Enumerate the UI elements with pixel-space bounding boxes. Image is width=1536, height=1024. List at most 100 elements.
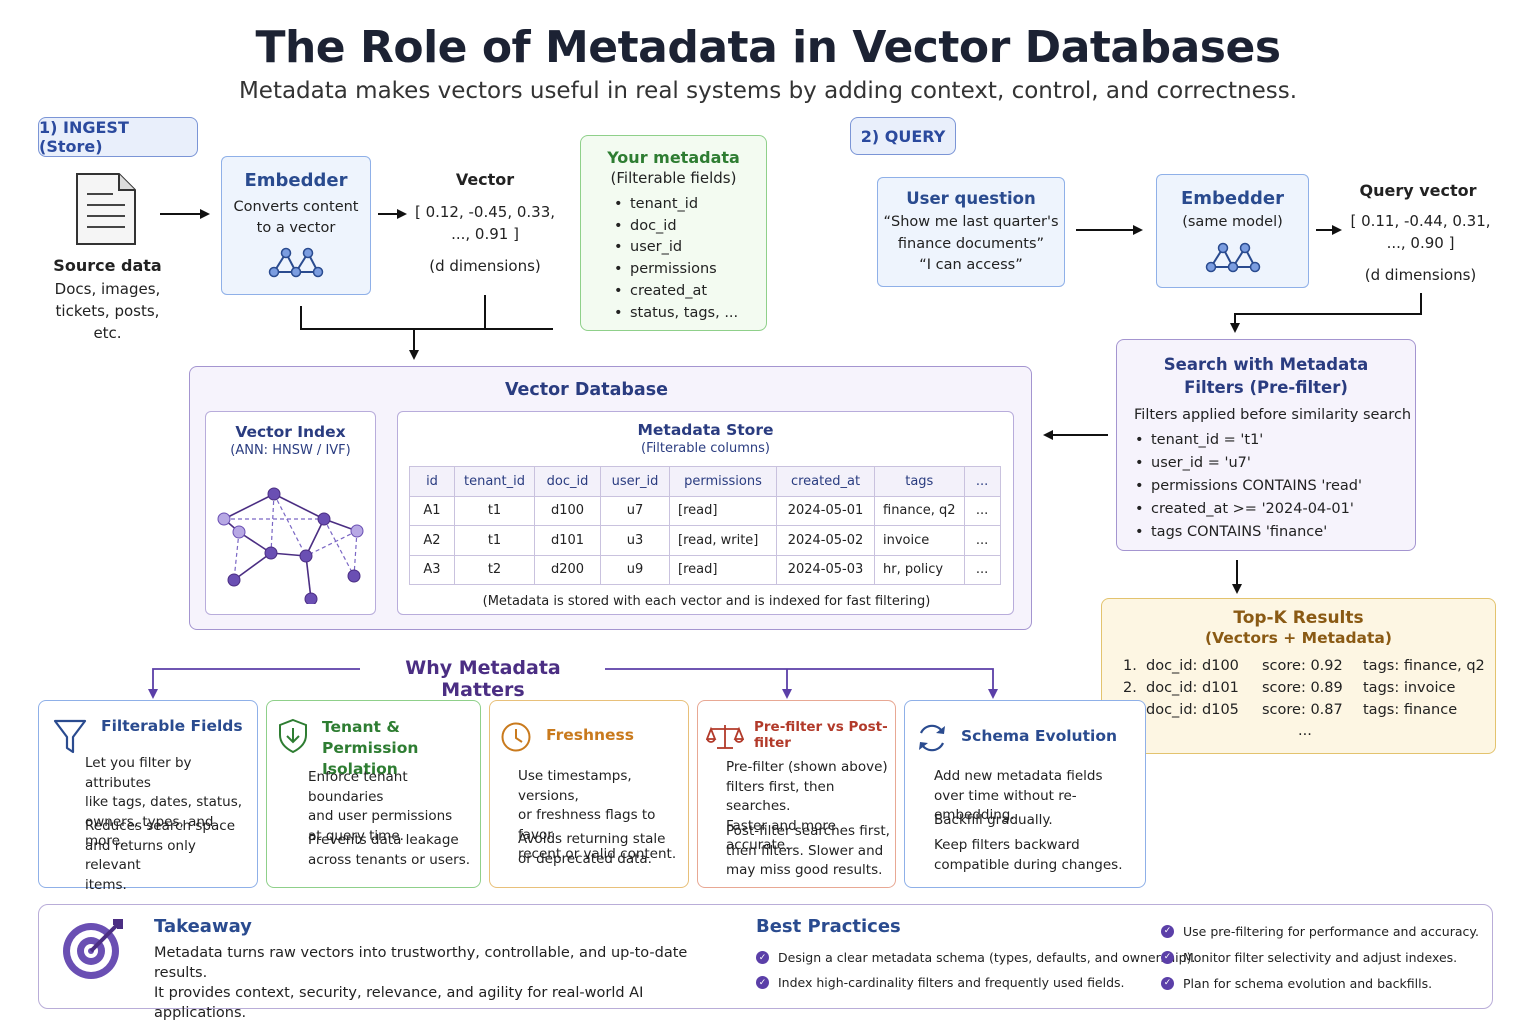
table-cell: 2024-05-01 bbox=[776, 495, 875, 526]
check-icon: ✓ bbox=[756, 951, 769, 964]
table-cell: invoice bbox=[874, 525, 965, 556]
column-header: tags bbox=[874, 466, 965, 497]
ingest-step-label: 1) INGEST (Store) bbox=[38, 117, 198, 157]
table-cell: t1 bbox=[454, 495, 535, 526]
table-cell: u7 bbox=[600, 495, 670, 526]
card-title: Freshness bbox=[546, 726, 635, 744]
card-text: Pre-filter (shown above)filters first, t… bbox=[726, 759, 888, 853]
embedder-desc: (same model) bbox=[1182, 214, 1283, 230]
metadata-table: id tenant_id doc_id user_id permissions … bbox=[409, 466, 1001, 585]
filter-condition: tags CONTAINS 'finance' bbox=[1133, 521, 1415, 544]
table-cell: [read] bbox=[669, 495, 777, 526]
metadata-store-box: Metadata Store (Filterable columns) id t… bbox=[397, 411, 1014, 615]
table-cell: d100 bbox=[534, 495, 601, 526]
table-cell: u9 bbox=[600, 554, 670, 585]
takeaway-title: Takeaway bbox=[154, 916, 252, 937]
check-icon: ✓ bbox=[1161, 924, 1174, 938]
source-data-title: Source data bbox=[53, 256, 162, 275]
table-row: A3 t2 d200 u9 [read] 2024-05-03 hr, poli… bbox=[409, 554, 1001, 585]
metadata-field: status, tags, ... bbox=[612, 303, 766, 325]
table-cell: 2024-05-02 bbox=[776, 525, 875, 556]
filter-condition: created_at >= '2024-04-01' bbox=[1133, 498, 1415, 521]
filter-condition: permissions CONTAINS 'read' bbox=[1133, 475, 1415, 498]
vector-value: [ 0.12, -0.45, 0.33,..., 0.91 ] bbox=[414, 203, 556, 243]
table-cell: A2 bbox=[409, 525, 455, 556]
embedder-title: Embedder bbox=[1181, 188, 1284, 209]
user-question-title: User question bbox=[906, 189, 1036, 208]
table-header-row: id tenant_id doc_id user_id permissions … bbox=[409, 466, 1001, 497]
table-cell: t1 bbox=[454, 525, 535, 556]
table-row: A2 t1 d101 u3 [read, write] 2024-05-02 i… bbox=[409, 525, 1001, 556]
graph-icon bbox=[217, 487, 364, 604]
card-text: Use timestamps, versions,or freshness fl… bbox=[518, 768, 677, 862]
metadata-box: Your metadata (Filterable fields) tenant… bbox=[580, 135, 767, 331]
metadata-field-list: tenant_id doc_id user_id permissions cre… bbox=[612, 194, 766, 324]
table-cell: 2024-05-03 bbox=[776, 554, 875, 585]
card-text-2: Post-filter searches first,then filters.… bbox=[726, 823, 890, 878]
table-cell: d101 bbox=[534, 525, 601, 556]
table-cell: [read] bbox=[669, 554, 777, 585]
query-vector-title: Query vector bbox=[1359, 181, 1477, 200]
check-icon: ✓ bbox=[1161, 950, 1174, 964]
scale-icon bbox=[706, 725, 744, 749]
table-cell: ... bbox=[963, 554, 1001, 585]
query-vector-value: [ 0.11, -0.44, 0.31,..., 0.90 ] bbox=[1350, 212, 1491, 252]
page-subtitle: Metadata makes vectors useful in real sy… bbox=[238, 78, 1298, 104]
table-cell: finance, q2 bbox=[874, 495, 965, 526]
page-title: The Role of Metadata in Vector Databases bbox=[255, 22, 1281, 73]
refresh-icon bbox=[919, 724, 945, 752]
table-cell: ... bbox=[963, 525, 1001, 556]
vector-index-box: Vector Index (ANN: HNSW / IVF) bbox=[205, 411, 376, 615]
results-title: Top-K Results bbox=[1233, 608, 1364, 628]
shield-icon bbox=[279, 718, 307, 754]
best-practices-title: Best Practices bbox=[756, 916, 901, 937]
best-practice-item: ✓Design a clear metadata schema (types, … bbox=[756, 945, 1195, 970]
metadata-store-subtitle: (Filterable columns) bbox=[641, 441, 770, 456]
filter-condition: tenant_id = 't1' bbox=[1133, 429, 1415, 452]
network-icon bbox=[1205, 242, 1261, 273]
column-header: doc_id bbox=[534, 466, 601, 497]
filter-condition: user_id = 'u7' bbox=[1133, 452, 1415, 475]
column-header: created_at bbox=[776, 466, 875, 497]
best-practices-left: ✓Design a clear metadata schema (types, … bbox=[756, 945, 1195, 995]
table-cell: u3 bbox=[600, 525, 670, 556]
column-header: permissions bbox=[669, 466, 777, 497]
column-header: tenant_id bbox=[454, 466, 535, 497]
vector-index-subtitle: (ANN: HNSW / IVF) bbox=[230, 443, 351, 458]
filter-list: tenant_id = 't1' user_id = 'u7' permissi… bbox=[1133, 429, 1415, 544]
takeaway-panel: Takeaway Metadata turns raw vectors into… bbox=[38, 904, 1493, 1021]
query-vector-dims: (d dimensions) bbox=[1364, 266, 1477, 284]
table-row: A1 t1 d100 u7 [read] 2024-05-01 finance,… bbox=[409, 495, 1001, 526]
metadata-field: tenant_id bbox=[612, 194, 766, 216]
best-practice-item: ✓Monitor filter selectivity and adjust i… bbox=[1161, 944, 1479, 970]
best-practice-item: ✓Use pre-filtering for performance and a… bbox=[1161, 918, 1479, 944]
best-practices-right: ✓Use pre-filtering for performance and a… bbox=[1161, 918, 1479, 996]
metadata-title: Your metadata bbox=[607, 148, 740, 167]
prefilter-desc: Filters applied before similarity search bbox=[1134, 407, 1412, 423]
metadata-store-note: (Metadata is stored with each vector and… bbox=[482, 594, 931, 609]
metadata-field: permissions bbox=[612, 259, 766, 281]
why-metadata-title: Why Metadata Matters bbox=[405, 657, 561, 701]
clock-icon bbox=[501, 722, 531, 752]
query-step-label: 2) QUERY bbox=[850, 117, 956, 155]
document-icon bbox=[76, 173, 136, 245]
metadata-subtitle: (Filterable fields) bbox=[610, 169, 737, 187]
results-more: ... bbox=[1298, 723, 1312, 740]
column-header: user_id bbox=[600, 466, 670, 497]
card-prefilter-postfilter: Pre-filter vs Post-filter Pre-filter (sh… bbox=[697, 700, 896, 888]
metadata-field: created_at bbox=[612, 281, 766, 303]
